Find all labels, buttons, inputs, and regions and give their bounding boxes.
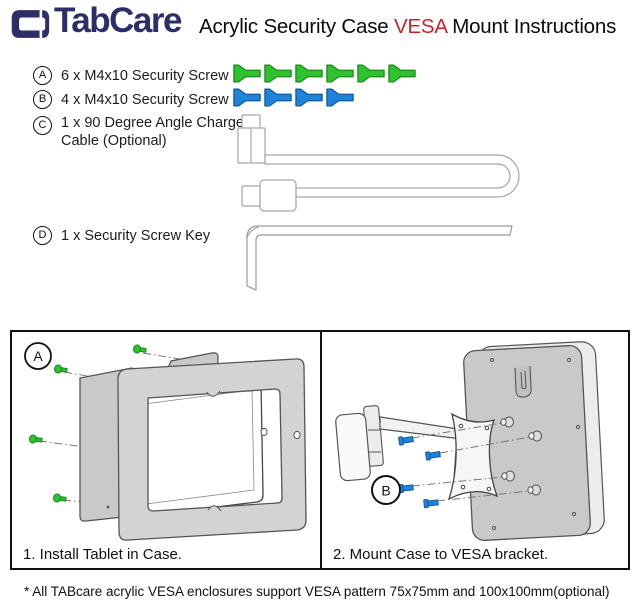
screw-icon	[295, 88, 323, 107]
screw-icon	[233, 88, 261, 107]
screw-icon	[388, 64, 416, 83]
part-c-label: 1 x 90 Degree Angle Charge Cable (Option…	[61, 115, 244, 149]
cable-wire	[264, 154, 520, 198]
logo-text: TabCare	[54, 1, 182, 40]
screw-icon	[326, 88, 354, 107]
screw-icon	[264, 88, 292, 107]
step-b-diagram: B	[335, 341, 605, 541]
blue-screws	[398, 436, 441, 509]
part-b-label: 4 x M4x10 Security Screw	[61, 92, 229, 108]
part-d-label: 1 x Security Screw Key	[61, 228, 211, 244]
step-b-caption: 2. Mount Case to VESA bracket.	[333, 546, 549, 563]
screw-icon	[233, 64, 261, 83]
screw-icon	[357, 64, 385, 83]
part-c-badge: C	[33, 116, 52, 135]
hanging-notch	[514, 365, 532, 398]
green-screws-row	[233, 64, 416, 83]
cable-plug-tip	[241, 114, 261, 130]
step-a-caption: 1. Install Tablet in Case.	[23, 546, 182, 563]
blue-screws-row	[233, 88, 354, 107]
hex-key-icon	[246, 225, 513, 291]
step-a-panel: A 1. Install Tablet in Case.	[12, 332, 320, 568]
step-a-diagram: A	[24, 342, 307, 541]
screw-icon	[264, 64, 292, 83]
footnote: * All TABcare acrylic VESA enclosures su…	[24, 584, 610, 599]
screw-icon	[326, 64, 354, 83]
tablet	[135, 377, 264, 517]
green-screws	[28, 344, 147, 503]
step-a-badge	[24, 342, 52, 370]
step-b-letter: B	[381, 483, 390, 499]
page-title: Acrylic Security Case VESA Mount Instruc…	[199, 15, 616, 39]
step-b-panel: B 2. Mount Case to VESA bracket.	[320, 332, 630, 568]
steps-box: A 1. Install Tablet in Case.	[10, 330, 630, 570]
part-a-label: 6 x M4x10 Security Screw	[61, 68, 229, 84]
title-pre: Acrylic Security Case	[199, 15, 394, 38]
screw-icon	[295, 64, 323, 83]
step-a-letter: A	[33, 348, 43, 364]
part-b-badge: B	[33, 90, 52, 109]
part-d-badge: D	[33, 226, 52, 245]
title-post: Mount Instructions	[446, 15, 617, 38]
case-front-frame	[117, 358, 307, 541]
angle-charge-cable-icon	[237, 114, 520, 212]
mounting-posts	[500, 416, 542, 496]
vesa-plate	[447, 412, 499, 501]
usb-plug-tip	[241, 185, 261, 207]
step-b-badge	[371, 475, 401, 505]
tabcare-logo-icon	[11, 10, 50, 38]
title-vesa: VESA	[393, 15, 447, 38]
usb-plug-body	[259, 179, 297, 212]
part-a-badge: A	[33, 66, 52, 85]
